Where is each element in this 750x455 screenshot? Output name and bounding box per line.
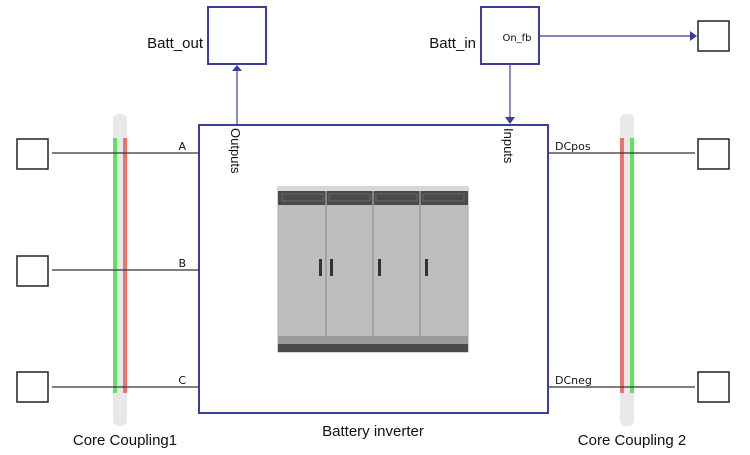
inverter-cabinet-icon [277, 186, 469, 353]
battery-inverter-label: Battery inverter [322, 423, 424, 440]
port-dcneg-label: DCneg [555, 374, 592, 387]
port-a-label: A [178, 140, 186, 153]
terminal-c[interactable] [16, 371, 49, 403]
batt-out-block[interactable] [207, 6, 267, 65]
core-coupling-left-label: Core Coupling1 [73, 432, 177, 449]
arrow-up-icon [232, 65, 242, 71]
coupling-left-red-rail [123, 138, 127, 393]
coupling-left-green-rail [113, 138, 117, 393]
batt-in-block[interactable] [480, 6, 540, 65]
terminal-a[interactable] [16, 138, 49, 170]
terminal-dcpos[interactable] [697, 138, 730, 170]
core-coupling-right[interactable] [620, 114, 634, 426]
terminal-b[interactable] [16, 255, 49, 287]
port-c-label: C [178, 374, 186, 387]
battery-inverter-block[interactable] [198, 124, 549, 414]
arrow-right-icon [690, 31, 697, 41]
on-fb-port-label: On_fb [502, 33, 531, 44]
batt-out-label: Batt_out [147, 35, 204, 52]
inputs-port-label: Inputs [501, 128, 516, 164]
outputs-port-label: Outputs [228, 128, 243, 174]
coupling-right-green-rail [630, 138, 634, 393]
batt-in-label: Batt_in [429, 35, 476, 52]
terminal-on-fb[interactable] [697, 20, 730, 52]
port-b-label: B [178, 257, 186, 270]
terminal-dcneg[interactable] [697, 371, 730, 403]
core-coupling-right-label: Core Coupling 2 [578, 432, 686, 449]
coupling-right-red-rail [620, 138, 624, 393]
port-dcpos-label: DCpos [555, 140, 591, 153]
arrow-down-icon [505, 117, 515, 124]
